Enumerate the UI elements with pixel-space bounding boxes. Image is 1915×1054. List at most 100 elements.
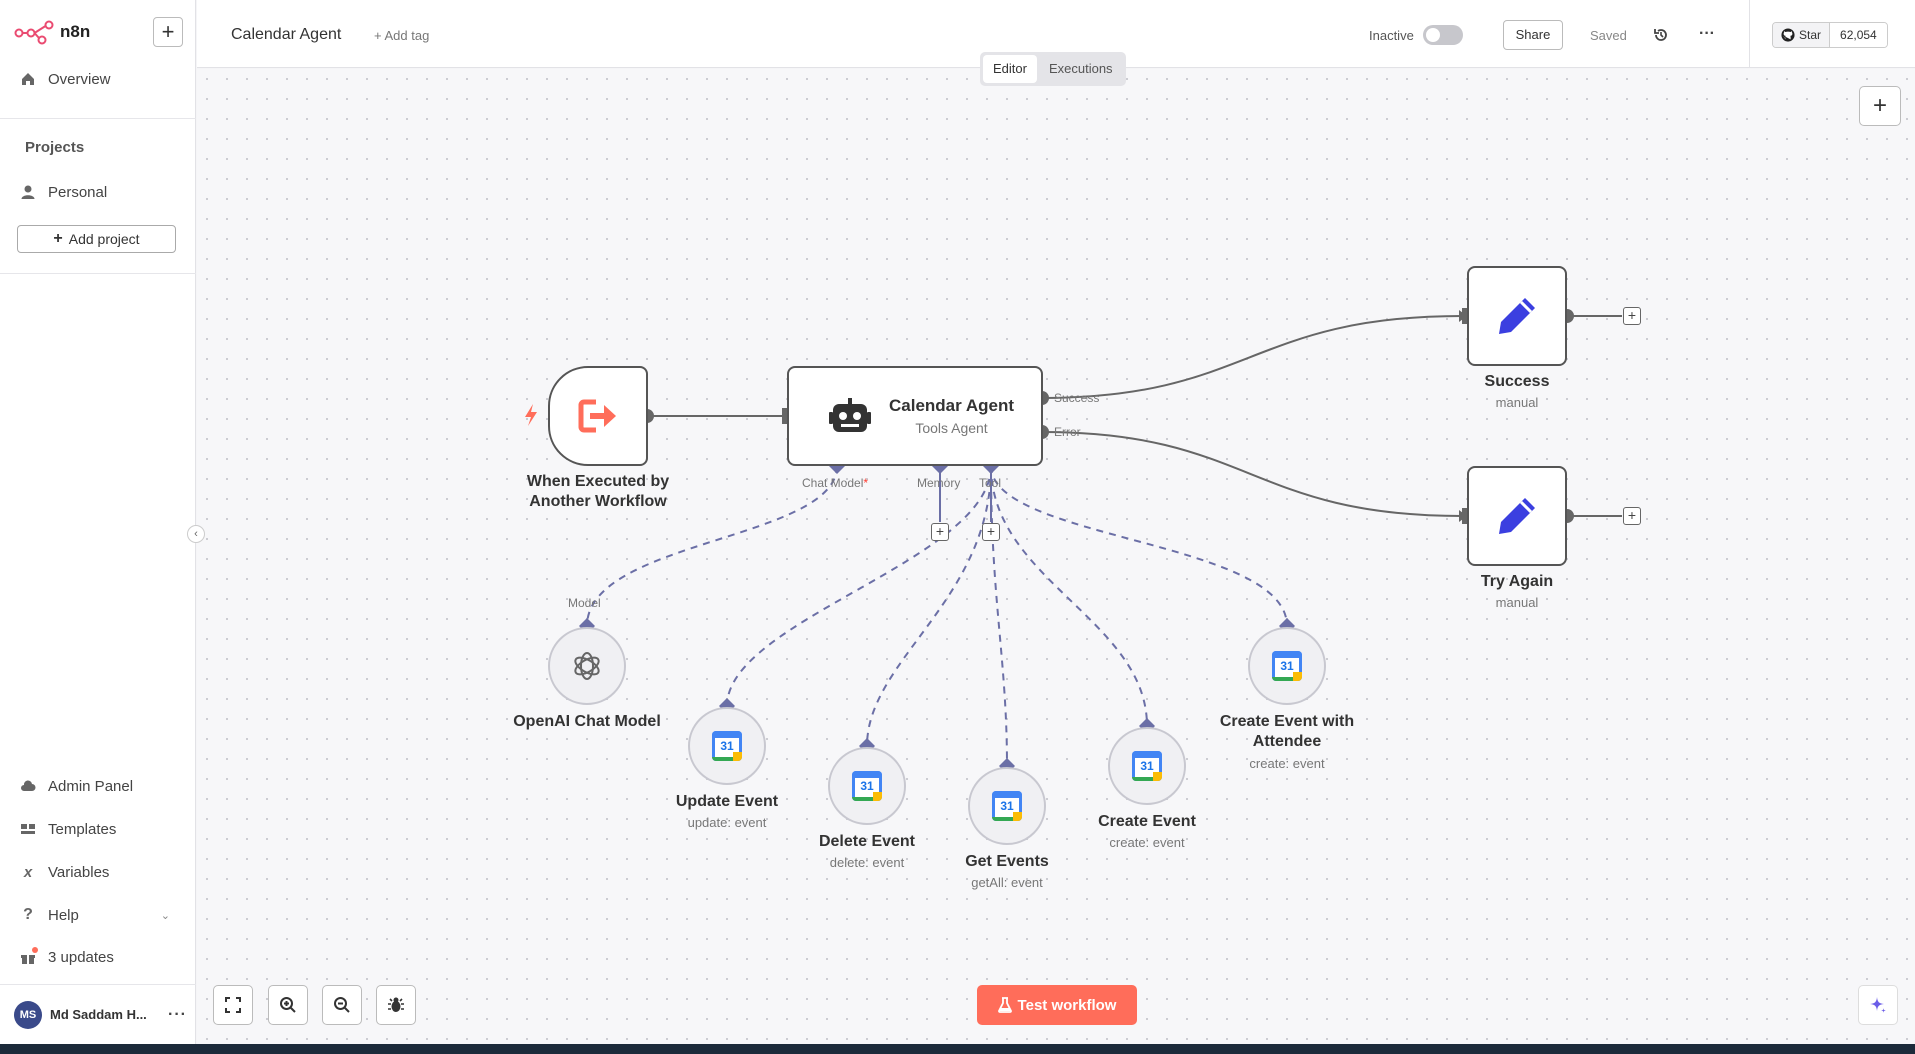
success-node[interactable]	[1467, 266, 1567, 366]
get-events-subtitle: getAll: event	[971, 875, 1043, 890]
agent-title: Calendar Agent	[889, 396, 1015, 415]
add-project-button[interactable]: + Add project	[17, 225, 176, 253]
sidebar-item-label: Variables	[48, 863, 110, 881]
debug-button[interactable]	[376, 985, 416, 1025]
help-icon: ?	[23, 906, 33, 923]
github-star-count: 62,054	[1830, 23, 1887, 47]
delete-event-label: Delete Event	[818, 833, 916, 850]
projects-heading: Projects	[25, 139, 85, 156]
agent-subtitle: Tools Agent	[915, 420, 988, 436]
success-node-label: Success	[1484, 373, 1550, 390]
divider	[1749, 0, 1750, 68]
add-after-success-button[interactable]: +	[1623, 307, 1641, 325]
gift-icon	[20, 947, 38, 965]
github-star-button[interactable]: Star 62,054	[1772, 22, 1888, 48]
create-event-node[interactable]: 31	[1108, 727, 1186, 805]
os-taskbar	[0, 1044, 1915, 1054]
update-event-label: Update Event	[675, 793, 779, 810]
add-node-button[interactable]: +	[1859, 86, 1901, 126]
bug-icon	[388, 997, 404, 1012]
workflow-title[interactable]: Calendar Agent	[231, 26, 342, 43]
sidebar-item-label: Templates	[48, 820, 117, 838]
sidebar-item-personal[interactable]: Personal	[20, 181, 107, 203]
sidebar-item-label: Help	[48, 906, 79, 924]
logo-text: n8n	[60, 22, 91, 41]
add-tag-link[interactable]: + Add tag	[374, 28, 430, 43]
robot-icon	[829, 398, 871, 432]
sidebar-item-label: 3 updates	[48, 948, 114, 966]
sidebar-item-variables[interactable]: x Variables	[20, 861, 110, 883]
try-again-node-label: Try Again	[1480, 573, 1554, 590]
github-star-label: Star	[1799, 28, 1822, 42]
update-event-node[interactable]: 31	[688, 707, 766, 785]
tab-editor[interactable]: Editor	[983, 55, 1037, 83]
user-menu[interactable]: MS Md Saddam H... ···	[0, 984, 196, 1044]
variables-icon: x	[23, 863, 33, 881]
ask-ai-button[interactable]	[1858, 985, 1898, 1025]
sidebar-item-updates[interactable]: 3 updates	[20, 946, 114, 968]
lightning-icon	[524, 404, 538, 431]
zoom-in-icon	[280, 997, 296, 1013]
calendar-agent-node[interactable]: Calendar Agent Tools Agent	[787, 366, 1043, 466]
sidebar-item-label: Personal	[48, 183, 108, 201]
workflow-canvas[interactable]	[197, 69, 1915, 1044]
user-icon	[20, 184, 36, 200]
openai-icon	[574, 652, 600, 680]
sidebar-item-overview[interactable]: Overview	[20, 68, 111, 90]
memory-port-label: Memory	[917, 476, 961, 490]
more-options-icon[interactable]: ···	[168, 1005, 187, 1023]
success-output-label: Success	[1054, 391, 1100, 405]
sidebar-item-templates[interactable]: Templates	[20, 818, 116, 840]
sidebar-item-admin-panel[interactable]: Admin Panel	[20, 775, 133, 797]
tab-executions[interactable]: Executions	[1048, 61, 1113, 76]
create-event-attendee-node[interactable]: 31	[1248, 627, 1326, 705]
divider	[0, 273, 196, 274]
view-tabs: Editor Executions	[980, 52, 1126, 86]
history-icon[interactable]	[1652, 26, 1670, 44]
divider	[0, 118, 196, 119]
n8n-logo[interactable]: n8n	[14, 18, 90, 46]
test-workflow-button[interactable]: Test workflow	[977, 985, 1137, 1025]
delete-event-node[interactable]: 31	[828, 747, 906, 825]
sidebar-item-label: Admin Panel	[48, 777, 134, 795]
saved-status: Saved	[1590, 28, 1627, 43]
openai-node-label: OpenAI Chat Model	[513, 713, 661, 730]
delete-event-subtitle: delete: event	[829, 855, 905, 870]
test-workflow-label: Test workflow	[1017, 996, 1117, 1014]
collapse-sidebar-button[interactable]: ‹	[187, 525, 205, 543]
share-button[interactable]: Share	[1503, 20, 1563, 50]
try-again-node-subtitle: manual	[1495, 595, 1539, 610]
add-tool-button[interactable]: +	[982, 523, 1000, 541]
trigger-node-label: When Executed by Another Workflow	[526, 473, 670, 510]
add-memory-button[interactable]: +	[931, 523, 949, 541]
google-calendar-icon: 31	[1272, 651, 1302, 681]
add-after-try-again-button[interactable]: +	[1623, 507, 1641, 525]
error-output-label: Error	[1054, 425, 1081, 439]
active-toggle[interactable]	[1423, 25, 1463, 45]
create-event-subtitle: create: event	[1109, 835, 1185, 850]
google-calendar-icon: 31	[712, 731, 742, 761]
create-event-attendee-subtitle: create: event	[1249, 756, 1325, 771]
sidebar-item-help[interactable]: ? Help ⌄	[20, 904, 170, 926]
google-calendar-icon: 31	[1132, 751, 1162, 781]
zoom-in-button[interactable]	[268, 985, 308, 1025]
pencil-icon	[1499, 298, 1535, 334]
zoom-out-button[interactable]	[322, 985, 362, 1025]
sidebar: n8n + Overview Projects Personal + Add p…	[0, 0, 196, 1044]
get-events-label: Get Events	[965, 853, 1049, 870]
more-options-icon[interactable]: ···	[1699, 25, 1715, 42]
try-again-node[interactable]	[1467, 466, 1567, 566]
github-icon	[1781, 28, 1795, 42]
plus-icon: +	[53, 230, 63, 247]
fit-view-button[interactable]	[213, 985, 253, 1025]
google-calendar-icon: 31	[852, 771, 882, 801]
create-event-label: Create Event	[1098, 813, 1196, 830]
openai-chat-model-node[interactable]	[548, 627, 626, 705]
flask-icon	[997, 997, 1012, 1013]
zoom-out-icon	[334, 997, 350, 1013]
get-events-node[interactable]: 31	[968, 767, 1046, 845]
active-status-label: Inactive	[1369, 28, 1414, 43]
trigger-node[interactable]	[548, 366, 648, 466]
sparkle-icon	[1870, 997, 1886, 1013]
create-button[interactable]: +	[153, 17, 183, 47]
